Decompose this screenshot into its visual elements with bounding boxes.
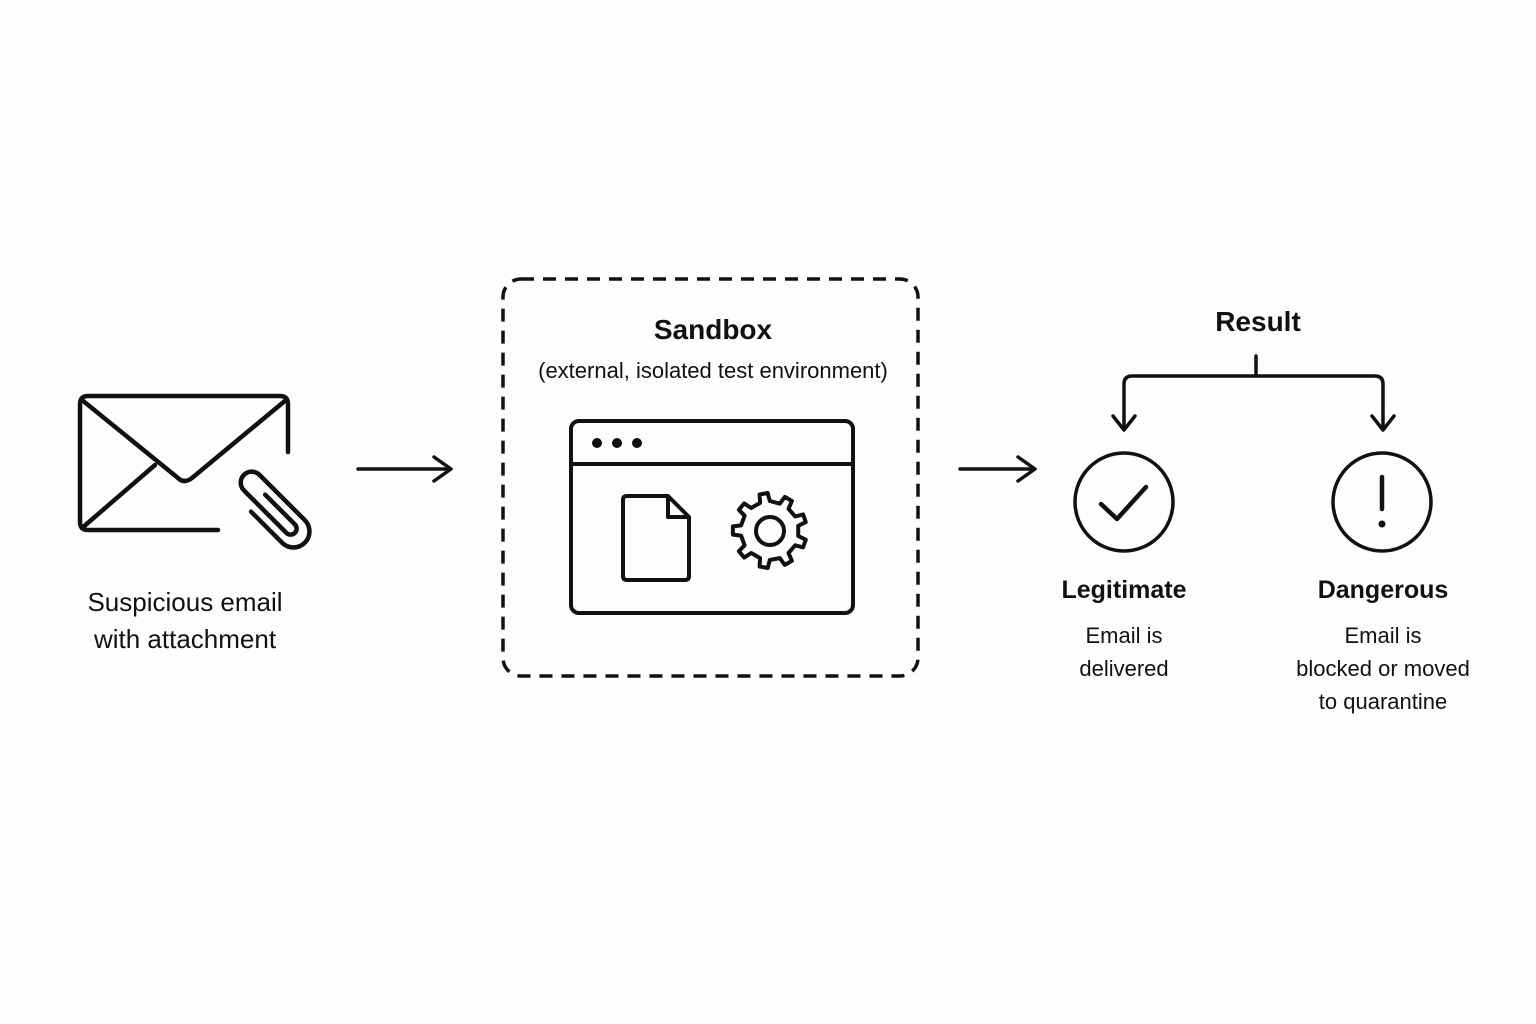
checkmark-circle-icon bbox=[1073, 451, 1175, 553]
result-title: Result bbox=[1215, 306, 1301, 337]
dangerous-desc-line-2: blocked or moved bbox=[1296, 656, 1470, 681]
paperclip-icon bbox=[238, 469, 312, 550]
sandbox-title: Sandbox bbox=[653, 314, 773, 345]
sandbox-subtitle: (external, isolated test environment) bbox=[538, 358, 888, 383]
gear-icon bbox=[730, 491, 808, 570]
dangerous-title: Dangerous bbox=[1317, 576, 1449, 604]
envelope-icon bbox=[77, 393, 291, 533]
exclamation-circle-icon bbox=[1331, 451, 1433, 553]
browser-window-icon bbox=[569, 419, 855, 615]
dangerous-desc-line-3: to quarantine bbox=[1318, 689, 1448, 714]
result-branch-connector bbox=[1111, 354, 1396, 432]
document-icon bbox=[621, 494, 691, 582]
email-label-line-1: Suspicious email bbox=[87, 587, 283, 617]
legitimate-description: Email is delivered bbox=[1024, 619, 1224, 685]
email-label-line-2: with attachment bbox=[93, 624, 277, 654]
window-dots bbox=[592, 438, 642, 448]
arrow-to-sandbox bbox=[356, 455, 453, 483]
legitimate-desc-line-1: Email is bbox=[1085, 623, 1163, 648]
legitimate-title: Legitimate bbox=[1061, 576, 1187, 604]
dangerous-description: Email is blocked or moved to quarantine bbox=[1263, 619, 1503, 718]
dangerous-desc-line-1: Email is bbox=[1344, 623, 1422, 648]
legitimate-desc-line-2: delivered bbox=[1079, 656, 1169, 681]
email-label: Suspicious email with attachment bbox=[60, 584, 310, 658]
arrow-to-result bbox=[958, 455, 1037, 483]
